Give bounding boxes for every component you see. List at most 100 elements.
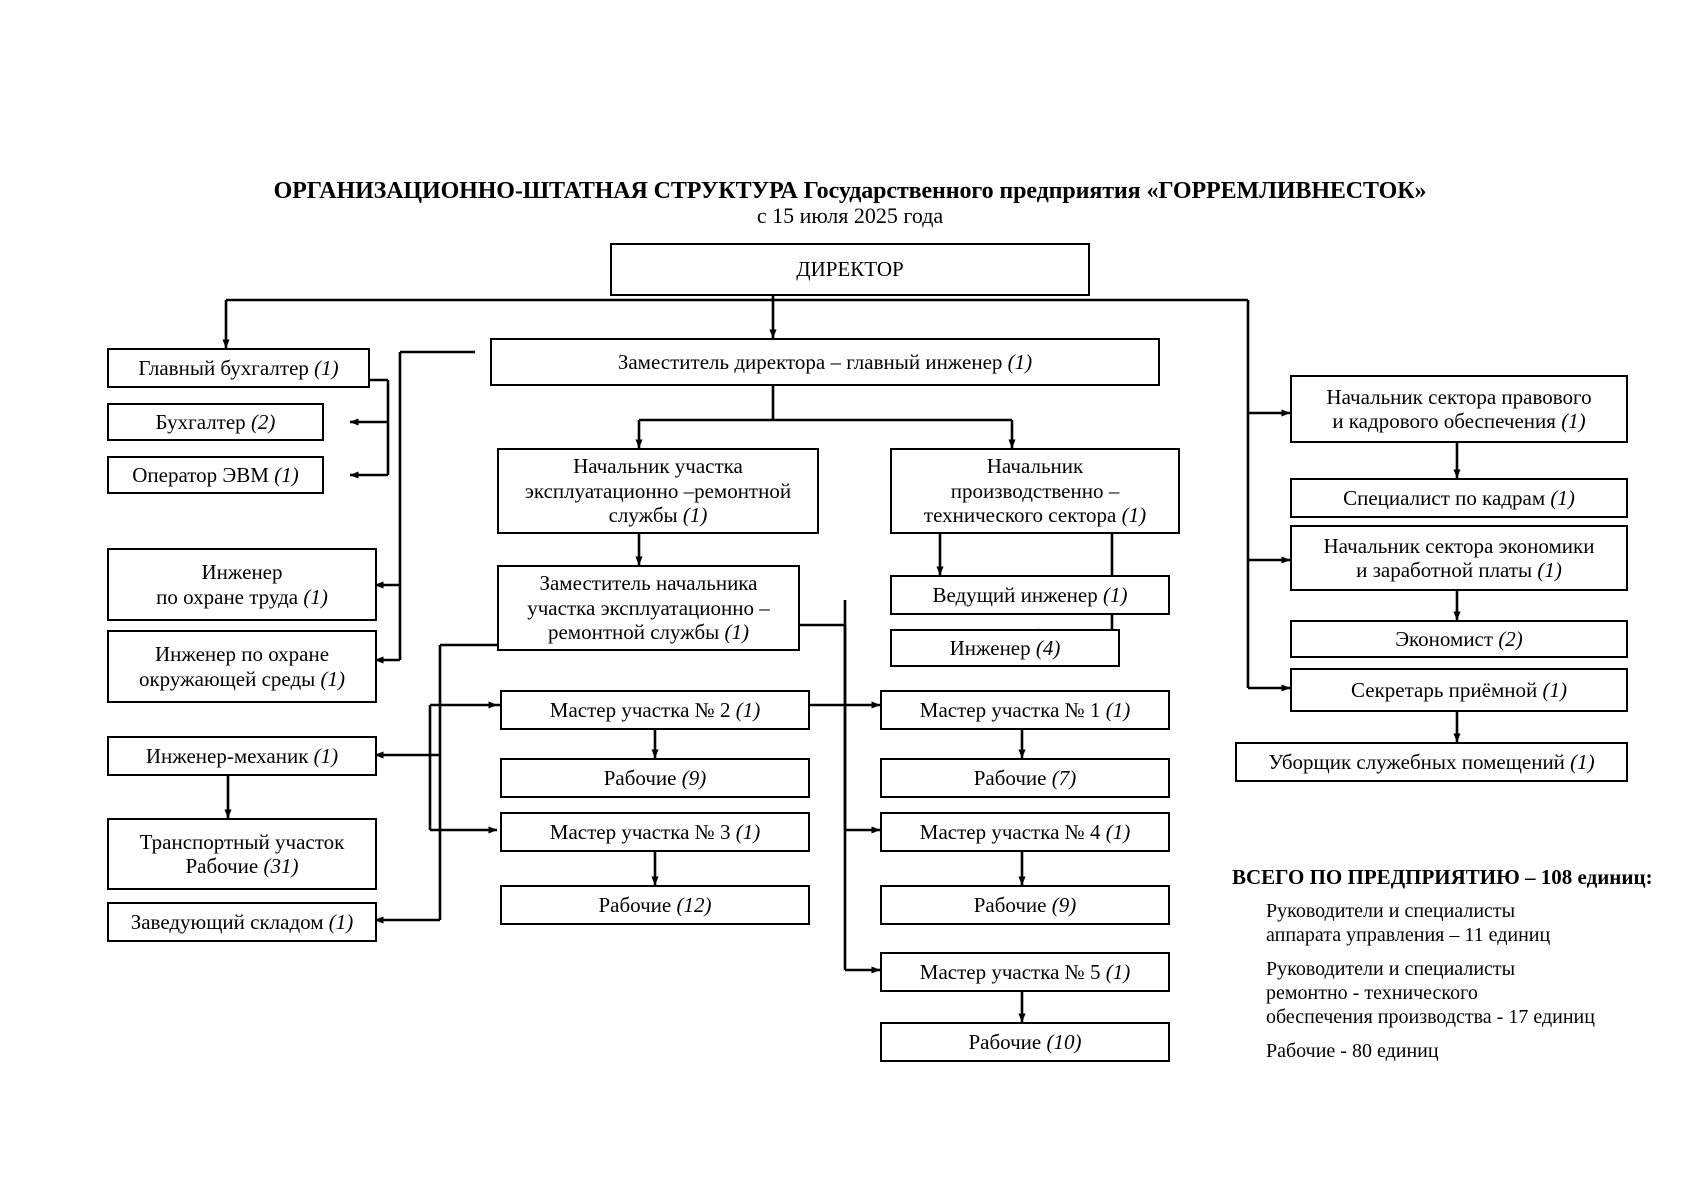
node-workers-3[interactable]: Рабочие (12): [500, 885, 810, 925]
node-head-production-technical[interactable]: Начальник производственно – технического…: [890, 448, 1180, 534]
node-count: (1): [1537, 558, 1562, 582]
node-label: Специалист по кадрам: [1343, 485, 1546, 510]
totals-item-line1: Руководители и специалисты: [1266, 958, 1516, 981]
node-reception-secretary[interactable]: Секретарь приёмной (1): [1290, 668, 1628, 712]
totals-item: Рабочие - 80 единиц: [1266, 1039, 1682, 1063]
node-count: (10): [1046, 1029, 1082, 1054]
node-count: (1): [303, 584, 328, 609]
node-count: (9): [681, 765, 707, 790]
node-count: (12): [676, 892, 712, 917]
node-count: (1): [1105, 697, 1131, 722]
node-label: Рабочие: [598, 892, 672, 917]
node-label: Мастер участка № 4: [919, 819, 1101, 844]
node-label: Рабочие: [973, 765, 1047, 790]
node-count: (2): [250, 409, 276, 434]
node-label: Оператор ЭВМ: [132, 462, 269, 487]
totals-list: Руководители и специалисты аппарата упра…: [1232, 899, 1682, 1063]
node-label: Секретарь приёмной: [1350, 677, 1538, 702]
totals-item-line2: ремонтно - технического: [1266, 982, 1478, 1005]
node-label: Мастер участка № 3: [549, 819, 731, 844]
node-foreman-1[interactable]: Мастер участка № 1 (1): [880, 690, 1170, 730]
node-label-line3: службы: [608, 503, 678, 528]
node-count: (1): [1550, 485, 1575, 510]
node-director[interactable]: ДИРЕКТОР: [610, 243, 1090, 296]
totals-heading: ВСЕГО ПО ПРЕДПРИЯТИЮ – 108 единиц:: [1232, 865, 1653, 889]
node-count: (1): [328, 909, 354, 934]
node-label: Рабочие: [973, 892, 1047, 917]
node-environment-engineer[interactable]: Инженер по охране окружающей среды (1): [107, 630, 377, 703]
node-transport-section[interactable]: Транспортный участок Рабочие (31): [107, 818, 377, 890]
node-hr-specialist[interactable]: Специалист по кадрам (1): [1290, 478, 1628, 518]
node-count: (1): [1121, 503, 1147, 528]
node-warehouse-manager[interactable]: Заведующий складом (1): [107, 902, 377, 942]
node-label-line1: Начальник сектора правового: [1326, 384, 1592, 409]
node-label: Бухгалтер: [155, 409, 246, 434]
node-label-line2: окружающей среды: [138, 666, 316, 691]
node-evm-operator[interactable]: Оператор ЭВМ (1): [107, 456, 324, 494]
node-workers-2[interactable]: Рабочие (9): [500, 758, 810, 798]
node-label-line3: ремонтной службы: [547, 620, 720, 645]
node-economist[interactable]: Экономист (2): [1290, 620, 1628, 658]
node-label: Заведующий складом: [130, 909, 324, 934]
node-count: (1): [320, 666, 346, 691]
node-labor-safety-engineer[interactable]: Инженер по охране труда (1): [107, 548, 377, 621]
node-label: Уборщик служебных помещений: [1268, 749, 1565, 774]
node-count: (1): [1007, 349, 1033, 374]
node-count: (1): [1105, 959, 1131, 984]
node-count: (1): [314, 355, 339, 380]
node-label: Мастер участка № 1: [919, 697, 1101, 722]
node-label: Главный бухгалтер: [138, 355, 309, 380]
node-count: (1): [274, 462, 299, 487]
node-head-economics-payroll[interactable]: Начальник сектора экономики и заработной…: [1290, 525, 1628, 591]
node-deputy-head-repair-service[interactable]: Заместитель начальника участка эксплуата…: [497, 565, 800, 651]
node-count: (1): [1570, 749, 1595, 774]
node-label-line2: Рабочие: [185, 854, 259, 878]
node-count: (9): [1051, 892, 1077, 917]
node-count: (7): [1051, 765, 1077, 790]
node-label: Рабочие: [968, 1029, 1042, 1054]
node-count: (1): [1542, 677, 1568, 702]
node-head-legal-hr[interactable]: Начальник сектора правового и кадрового …: [1290, 375, 1628, 443]
node-head-repair-service[interactable]: Начальник участка эксплуатационно –ремон…: [497, 448, 819, 534]
node-foreman-2[interactable]: Мастер участка № 2 (1): [500, 690, 810, 730]
node-cleaner[interactable]: Уборщик служебных помещений (1): [1235, 742, 1628, 782]
node-deputy-chief-engineer[interactable]: Заместитель директора – главный инженер …: [490, 338, 1160, 386]
node-chief-accountant[interactable]: Главный бухгалтер (1): [107, 348, 370, 388]
page-subtitle: с 15 июля 2025 года: [756, 203, 944, 228]
node-label-line1: Начальник сектора экономики: [1323, 533, 1595, 558]
node-foreman-3[interactable]: Мастер участка № 3 (1): [500, 812, 810, 852]
node-count: (1): [313, 743, 339, 768]
node-foreman-5[interactable]: Мастер участка № 5 (1): [880, 952, 1170, 992]
node-lead-engineer[interactable]: Ведущий инженер (1): [890, 575, 1170, 615]
node-count: (1): [1105, 819, 1131, 844]
node-label-line2: производственно –: [950, 478, 1120, 503]
node-label-line1: Инженер: [201, 560, 283, 585]
node-label-line1: Инженер по охране: [154, 642, 330, 667]
totals-item: Руководители и специалисты аппарата упра…: [1266, 899, 1682, 947]
node-label-line2: и кадрового обеспечения: [1332, 409, 1562, 433]
node-workers-1[interactable]: Рабочие (7): [880, 758, 1170, 798]
node-count: (1): [682, 503, 708, 528]
totals-item-line1: Руководители и специалисты: [1266, 900, 1516, 923]
node-label: Ведущий инженер: [932, 582, 1098, 607]
node-label: Заместитель директора – главный инженер: [617, 349, 1003, 374]
node-label: Рабочие: [603, 765, 677, 790]
node-label: Экономист: [1395, 626, 1494, 651]
page-title: ОРГАНИЗАЦИОННО-ШТАТНАЯ СТРУКТУРА Государ…: [273, 178, 1427, 204]
totals-legend: ВСЕГО ПО ПРЕДПРИЯТИЮ – 108 единиц: Руков…: [1232, 865, 1682, 1073]
node-count: (31): [263, 854, 299, 878]
node-mechanical-engineer[interactable]: Инженер-механик (1): [107, 736, 377, 776]
node-foreman-4[interactable]: Мастер участка № 4 (1): [880, 812, 1170, 852]
node-count: (1): [1102, 582, 1128, 607]
node-label: Мастер участка № 5: [919, 959, 1101, 984]
totals-item-line3: обеспечения производства - 17 единиц: [1266, 1006, 1595, 1029]
node-label-line2: участка эксплуатационно –: [527, 595, 770, 620]
node-workers-4[interactable]: Рабочие (9): [880, 885, 1170, 925]
node-count: (1): [724, 620, 750, 645]
node-label-line2: и заработной платы: [1356, 558, 1533, 582]
node-engineer[interactable]: Инженер (4): [890, 629, 1120, 667]
node-label-line1: Начальник: [986, 454, 1084, 479]
node-workers-5[interactable]: Рабочие (10): [880, 1022, 1170, 1062]
node-accountant[interactable]: Бухгалтер (2): [107, 403, 324, 441]
